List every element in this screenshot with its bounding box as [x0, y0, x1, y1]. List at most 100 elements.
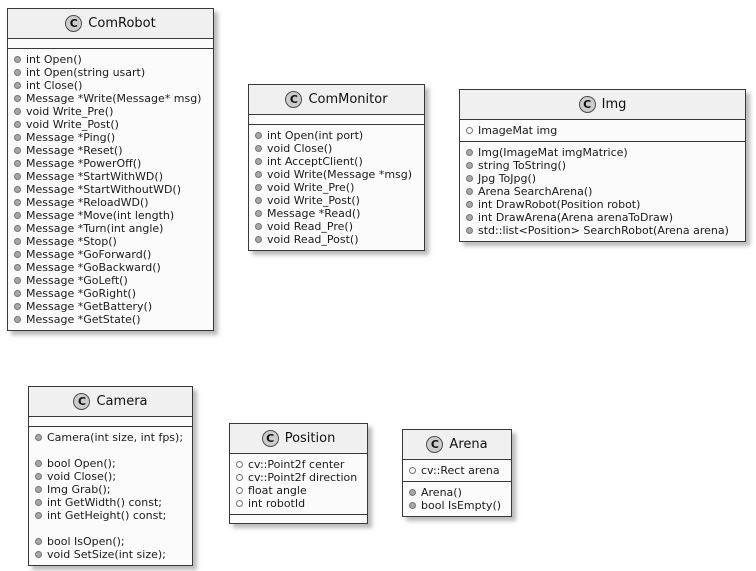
method-signature: string ToString() [478, 159, 567, 172]
member-row: int DrawRobot(Position robot) [465, 198, 740, 211]
method-signature: bool Open(); [47, 457, 116, 470]
method-visibility-icon [255, 145, 262, 152]
class-img: C Img ImageMat img Img(ImageMat imgMatri… [459, 89, 746, 242]
field-signature: cv::Point2f direction [248, 471, 358, 484]
member-row: Message *PowerOff() [13, 157, 208, 170]
method-signature: Message *GetState() [26, 313, 141, 326]
member-row: Message *GoForward() [13, 248, 208, 261]
member-row: int GetWidth() const; [34, 496, 187, 509]
class-arena: C Arena cv::Rect arena Arena()bool IsEmp… [402, 429, 512, 517]
class-arena-header: C Arena [403, 430, 511, 460]
member-row: int Open(string usart) [13, 66, 208, 79]
method-signature: Message *GoRight() [26, 287, 137, 300]
method-visibility-icon [35, 460, 42, 467]
method-visibility-icon [466, 227, 473, 234]
method-visibility-icon [255, 184, 262, 191]
method-signature: void Write_Post() [26, 118, 119, 131]
field-signature: float angle [248, 484, 307, 497]
class-title: Arena [449, 437, 488, 452]
method-signature: int Open() [26, 53, 82, 66]
field-signature: cv::Point2f center [248, 458, 345, 471]
method-signature: void Read_Post() [267, 233, 359, 246]
member-row: Message *Read() [254, 207, 419, 220]
method-signature: Img(ImageMat imgMatrice) [478, 146, 628, 159]
method-visibility-icon [466, 175, 473, 182]
attributes-compartment [29, 417, 192, 426]
method-signature: Message *PowerOff() [26, 157, 142, 170]
method-signature: int Open(string usart) [26, 66, 146, 79]
field-signature: int robotId [248, 497, 306, 510]
method-visibility-icon [409, 502, 416, 509]
method-signature: void Write(Message *msg) [267, 168, 413, 181]
member-row: void Write_Pre() [254, 181, 419, 194]
methods-compartment [230, 514, 367, 523]
method-visibility-icon [35, 538, 42, 545]
method-signature: int Close() [26, 79, 83, 92]
member-row: void Close() [254, 142, 419, 155]
method-signature: Message *StartWithWD() [26, 170, 163, 183]
field-visibility-icon [236, 487, 243, 494]
class-commonitor-header: C ComMonitor [249, 85, 424, 115]
method-visibility-icon [14, 173, 21, 180]
method-signature: Message *GetBattery() [26, 300, 153, 313]
attributes-compartment: cv::Rect arena [403, 460, 511, 481]
method-signature: Arena SearchArena() [478, 185, 593, 198]
method-signature: Message *Read() [267, 207, 361, 220]
member-row: Message *Reset() [13, 144, 208, 157]
field-visibility-icon [236, 500, 243, 507]
method-signature: int Open(int port) [267, 129, 364, 142]
method-signature: int AcceptClient() [267, 155, 363, 168]
method-visibility-icon [14, 134, 21, 141]
method-signature: Message *Write(Message* msg) [26, 92, 202, 105]
method-visibility-icon [466, 201, 473, 208]
member-row [34, 522, 187, 535]
method-visibility-icon [14, 251, 21, 258]
method-visibility-icon [14, 160, 21, 167]
methods-compartment: Img(ImageMat imgMatrice)string ToString(… [460, 141, 745, 241]
member-row: Message *Move(int length) [13, 209, 208, 222]
method-visibility-icon [35, 551, 42, 558]
methods-compartment: int Open()int Open(string usart)int Clos… [8, 48, 213, 330]
method-signature: void SetSize(int size); [47, 548, 166, 561]
method-visibility-icon [14, 69, 21, 76]
method-signature: Camera(int size, int fps); [47, 431, 184, 444]
method-visibility-icon [14, 225, 21, 232]
member-row: bool IsOpen(); [34, 535, 187, 548]
method-visibility-icon [35, 473, 42, 480]
method-signature: Message *GoLeft() [26, 274, 128, 287]
method-signature: int GetHeight() const; [47, 509, 167, 522]
field-visibility-icon [236, 474, 243, 481]
member-row: Jpg ToJpg() [465, 172, 740, 185]
method-signature: int DrawArena(Arena arenaToDraw) [478, 211, 674, 224]
method-visibility-icon [255, 197, 262, 204]
member-row: void Write_Post() [13, 118, 208, 131]
method-signature: Message *Stop() [26, 235, 117, 248]
member-row: Message *GoBackward() [13, 261, 208, 274]
class-badge-icon: C [426, 436, 444, 453]
methods-compartment: Camera(int size, int fps);bool Open();vo… [29, 426, 192, 565]
member-row: Message *GetState() [13, 313, 208, 326]
method-visibility-icon [14, 147, 21, 154]
method-signature: Message *ReloadWD() [26, 196, 149, 209]
method-signature: Message *GoBackward() [26, 261, 161, 274]
method-visibility-icon [409, 489, 416, 496]
member-row: float angle [235, 484, 362, 497]
method-signature: void Read_Pre() [267, 220, 353, 233]
class-title: ComRobot [88, 16, 156, 31]
member-row: Message *StartWithoutWD() [13, 183, 208, 196]
field-visibility-icon [466, 127, 473, 134]
member-row: Message *Stop() [13, 235, 208, 248]
member-row: Img Grab(); [34, 483, 187, 496]
class-position-header: C Position [230, 424, 367, 454]
member-row: ImageMat img [465, 124, 740, 137]
member-row: cv::Point2f direction [235, 471, 362, 484]
member-row: Img(ImageMat imgMatrice) [465, 146, 740, 159]
class-badge-icon: C [73, 393, 91, 410]
method-signature: Message *Turn(int angle) [26, 222, 164, 235]
method-signature: void Close(); [47, 470, 117, 483]
method-visibility-icon [14, 303, 21, 310]
method-signature: void Write_Post() [267, 194, 360, 207]
method-visibility-icon [14, 290, 21, 297]
